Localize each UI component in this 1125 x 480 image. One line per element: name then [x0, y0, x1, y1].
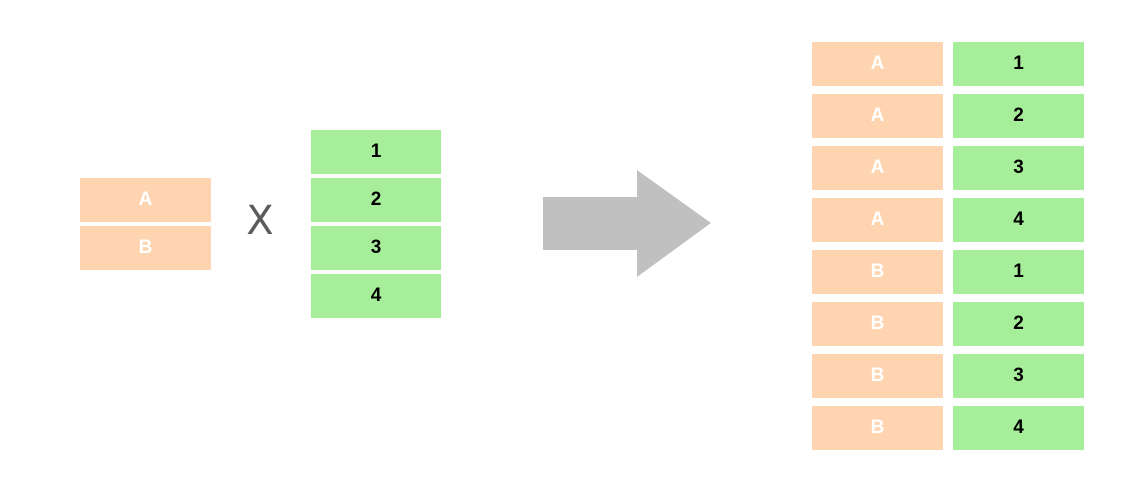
result-right-cell: 2 [953, 302, 1084, 346]
multiply-operator: X [246, 198, 274, 244]
result-left-cell: B [812, 302, 943, 346]
result-right-cell: 3 [953, 146, 1084, 190]
right-arrow-icon [543, 170, 711, 277]
right-set-item: 2 [311, 178, 441, 222]
left-set-item: A [80, 178, 211, 222]
result-right-cell: 1 [953, 250, 1084, 294]
result-left-cell: A [812, 42, 943, 86]
result-left-cell: A [812, 146, 943, 190]
result-right-cell: 4 [953, 198, 1084, 242]
left-set-item: B [80, 226, 211, 270]
result-right-cell: 1 [953, 42, 1084, 86]
result-left-cell: B [812, 250, 943, 294]
result-right-cell: 4 [953, 406, 1084, 450]
right-set-item: 3 [311, 226, 441, 270]
right-set-item: 4 [311, 274, 441, 318]
result-left-cell: A [812, 94, 943, 138]
result-left-cell: B [812, 354, 943, 398]
right-set-item: 1 [311, 130, 441, 174]
result-left-cell: B [812, 406, 943, 450]
result-right-cell: 3 [953, 354, 1084, 398]
result-right-cell: 2 [953, 94, 1084, 138]
result-left-cell: A [812, 198, 943, 242]
